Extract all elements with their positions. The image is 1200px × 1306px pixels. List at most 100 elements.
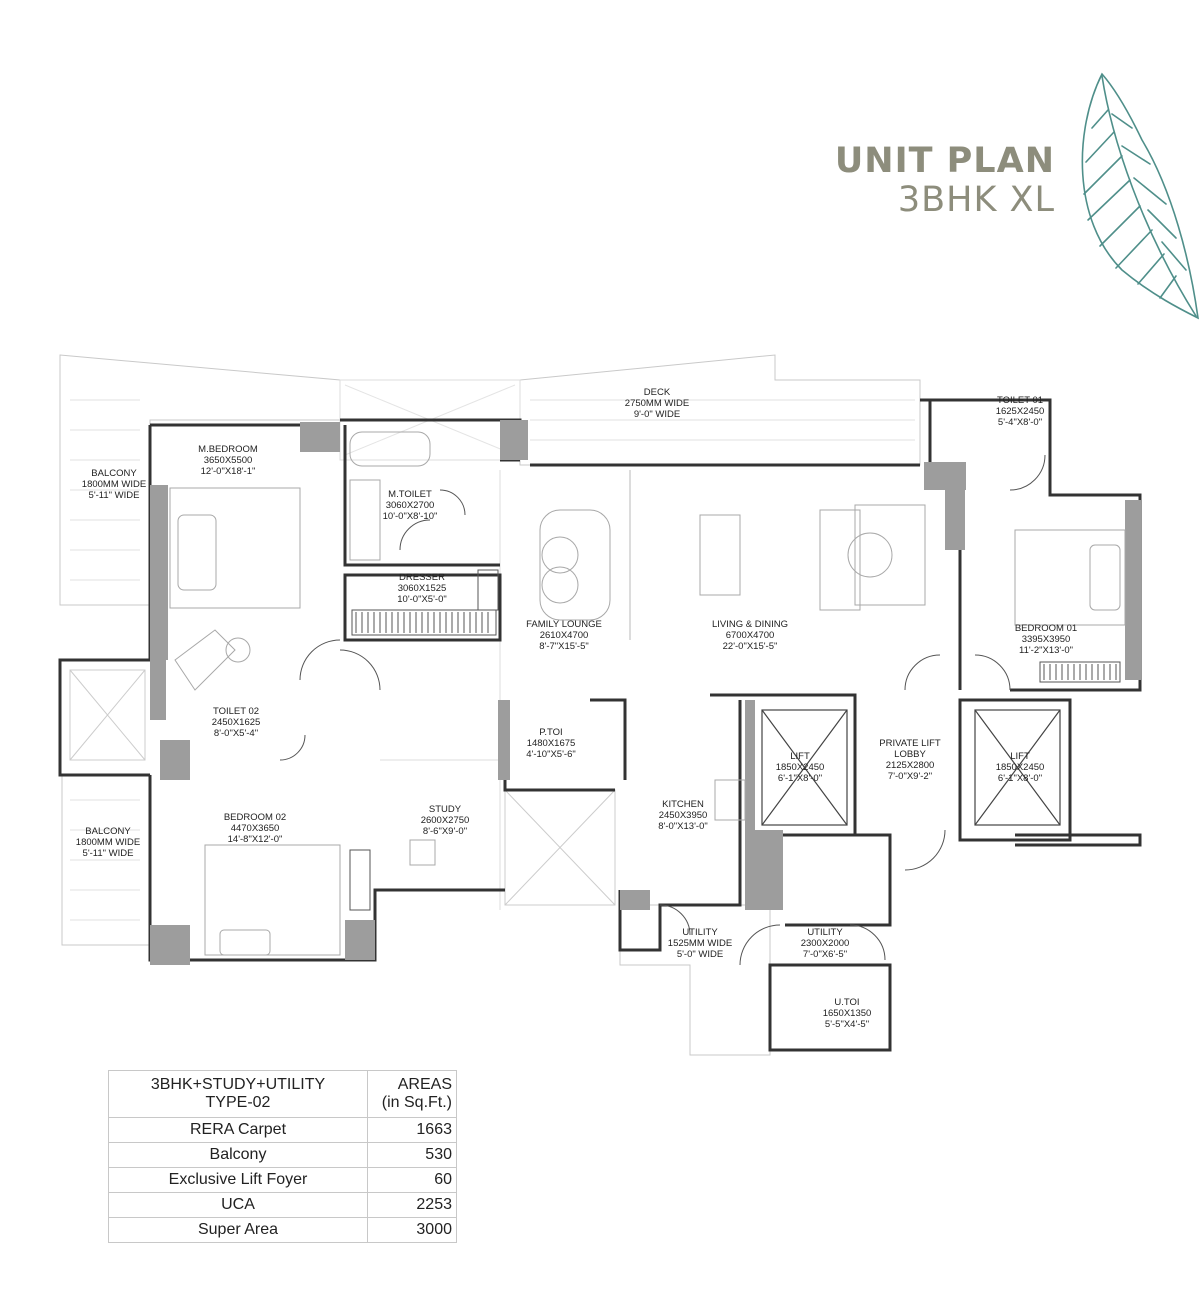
- room-label-line: 3060X2700: [386, 500, 435, 511]
- room-label-line: 2600X2750: [421, 815, 470, 826]
- room-label-line: 3060X1525: [398, 583, 447, 594]
- room-label-line: STUDY: [429, 804, 462, 815]
- room-label-line: 10'-0"X5'-0": [397, 594, 446, 605]
- room-label-line: 5'-5"X4'-5": [825, 1019, 869, 1030]
- table-row: Super Area 3000: [108, 1217, 457, 1243]
- room-label-line: 6700X4700: [726, 630, 775, 641]
- room-label-line: 4470X3650: [231, 823, 280, 834]
- row-value: 3000: [367, 1217, 457, 1243]
- room-label-line: DRESSER: [399, 572, 445, 583]
- room-label-line: 7'-0"X6'-5": [803, 949, 847, 960]
- room-label-line: 2450X3950: [659, 810, 708, 821]
- room-label-line: FAMILY LOUNGE: [526, 619, 602, 630]
- room-label-line: UTILITY: [807, 927, 843, 938]
- room-label-line: 9'-0" WIDE: [634, 409, 680, 420]
- room-label-line: 7'-0"X9'-2": [888, 771, 932, 782]
- room-label-line: 8'-0"X5'-4": [214, 728, 258, 739]
- room-label-line: 8'-6"X9'-0": [423, 826, 467, 837]
- room-label-line: 2450X1625: [212, 717, 261, 728]
- room-label-line: 2750MM WIDE: [625, 398, 689, 409]
- row-label: RERA Carpet: [108, 1117, 368, 1143]
- room-label-line: 2610X4700: [540, 630, 589, 641]
- room-label-line: P.TOI: [539, 727, 562, 738]
- row-label: UCA: [108, 1192, 368, 1218]
- table-row: Exclusive Lift Foyer 60: [108, 1167, 457, 1193]
- row-value: 60: [367, 1167, 457, 1193]
- row-value: 1663: [367, 1117, 457, 1143]
- room-label-line: TOILET 01: [997, 395, 1043, 406]
- room-label-line: 1650X1350: [823, 1008, 872, 1019]
- room-label-line: UTILITY: [682, 927, 718, 938]
- room-label-line: LIFT: [790, 751, 810, 762]
- area-table: 3BHK+STUDY+UTILITY TYPE-02 AREAS (in Sq.…: [108, 1070, 457, 1243]
- room-label-line: 5'-11" WIDE: [89, 490, 140, 501]
- room-label-line: 12'-0"X18'-1": [201, 466, 256, 477]
- room-label-line: LIFT: [1010, 751, 1030, 762]
- room-label-line: 5'-4"X8'-0": [998, 417, 1042, 428]
- title-unit-type: 3BHK XL: [897, 180, 1055, 220]
- room-label-line: 8'-7"X15'-5": [539, 641, 588, 652]
- room-label-line: 5'-11" WIDE: [83, 848, 134, 859]
- title-block: UNIT PLAN 3BHK XL: [835, 142, 1055, 220]
- room-label-line: 14'-8"X12'-0": [228, 834, 283, 845]
- room-label-line: TOILET 02: [213, 706, 259, 717]
- leaf-icon: [1081, 72, 1200, 320]
- room-label-line: KITCHEN: [662, 799, 704, 810]
- row-value: 530: [367, 1142, 457, 1168]
- room-label-line: 10'-0"X8'-10": [383, 511, 438, 522]
- room-label-line: 1850X2450: [996, 762, 1045, 773]
- room-label-line: 6'-1"X8'-0": [778, 773, 822, 784]
- room-label-line: 1625X2450: [996, 406, 1045, 417]
- table-row: UCA 2253: [108, 1192, 457, 1218]
- room-label-line: 1525MM WIDE: [668, 938, 732, 949]
- room-label-line: BALCONY: [91, 468, 137, 479]
- room-label-line: 2125X2800: [886, 760, 935, 771]
- deck-outline: [519, 354, 921, 466]
- title-unit-plan: UNIT PLAN: [834, 141, 1055, 181]
- header-type: TYPE-02: [205, 1094, 271, 1111]
- room-label-line: LOBBY: [894, 749, 926, 760]
- master-bed: [169, 487, 301, 609]
- room-label-line: M.BEDROOM: [198, 444, 258, 455]
- room-label-line: U.TOI: [834, 997, 859, 1008]
- room-label-line: DECK: [644, 387, 671, 398]
- room-label-line: 3650X5500: [204, 455, 253, 466]
- header-config: 3BHK+STUDY+UTILITY: [150, 1076, 326, 1093]
- room-label-line: 8'-0"X13'-0": [658, 821, 707, 832]
- room-label-line: 6'-1"X8'-0": [998, 773, 1042, 784]
- area-table-areas-header: AREAS (in Sq.Ft.): [367, 1070, 457, 1118]
- room-label-line: PRIVATE LIFT: [879, 738, 941, 749]
- room-label-line: 11'-2"X13'-0": [1019, 645, 1073, 656]
- row-label: Balcony: [108, 1142, 368, 1168]
- area-table-header: 3BHK+STUDY+UTILITY TYPE-02 AREAS (in Sq.…: [108, 1070, 457, 1118]
- room-label-line: BEDROOM 01: [1015, 623, 1077, 634]
- area-table-type-header: 3BHK+STUDY+UTILITY TYPE-02: [108, 1070, 368, 1118]
- room-label-line: 2300X2000: [801, 938, 850, 949]
- room-label-line: BEDROOM 02: [224, 812, 286, 823]
- room-label-line: 1480X1675: [527, 738, 576, 749]
- room-label-line: 1800MM WIDE: [76, 837, 140, 848]
- room-label-line: BALCONY: [85, 826, 131, 837]
- room-label-line: LIVING & DINING: [712, 619, 788, 630]
- room-label-line: 5'-0" WIDE: [677, 949, 723, 960]
- room-label-line: 1850X2450: [776, 762, 825, 773]
- room-label-line: 1800MM WIDE: [82, 479, 146, 490]
- room-label-line: 4'-10"X5'-6": [526, 749, 575, 760]
- room-label-line: M.TOILET: [388, 489, 432, 500]
- room-label-line: 3395X3950: [1022, 634, 1071, 645]
- table-row: RERA Carpet 1663: [108, 1117, 457, 1143]
